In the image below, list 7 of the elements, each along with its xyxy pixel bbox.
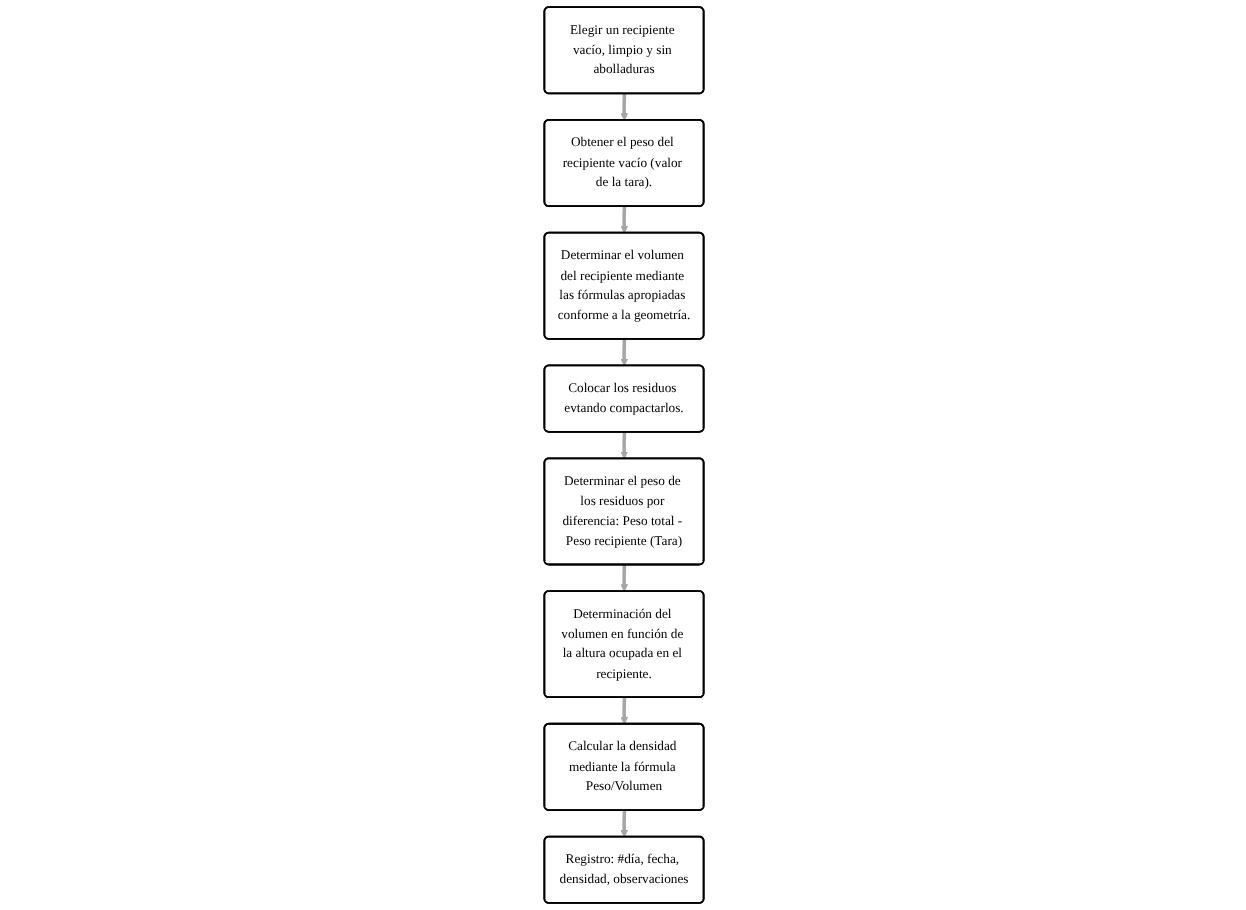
arrow [619,432,628,460]
arrow [619,339,628,367]
arrow [619,206,628,234]
arrow [619,564,628,592]
arrow [619,93,628,121]
arrow [619,697,628,725]
arrow [619,810,628,838]
